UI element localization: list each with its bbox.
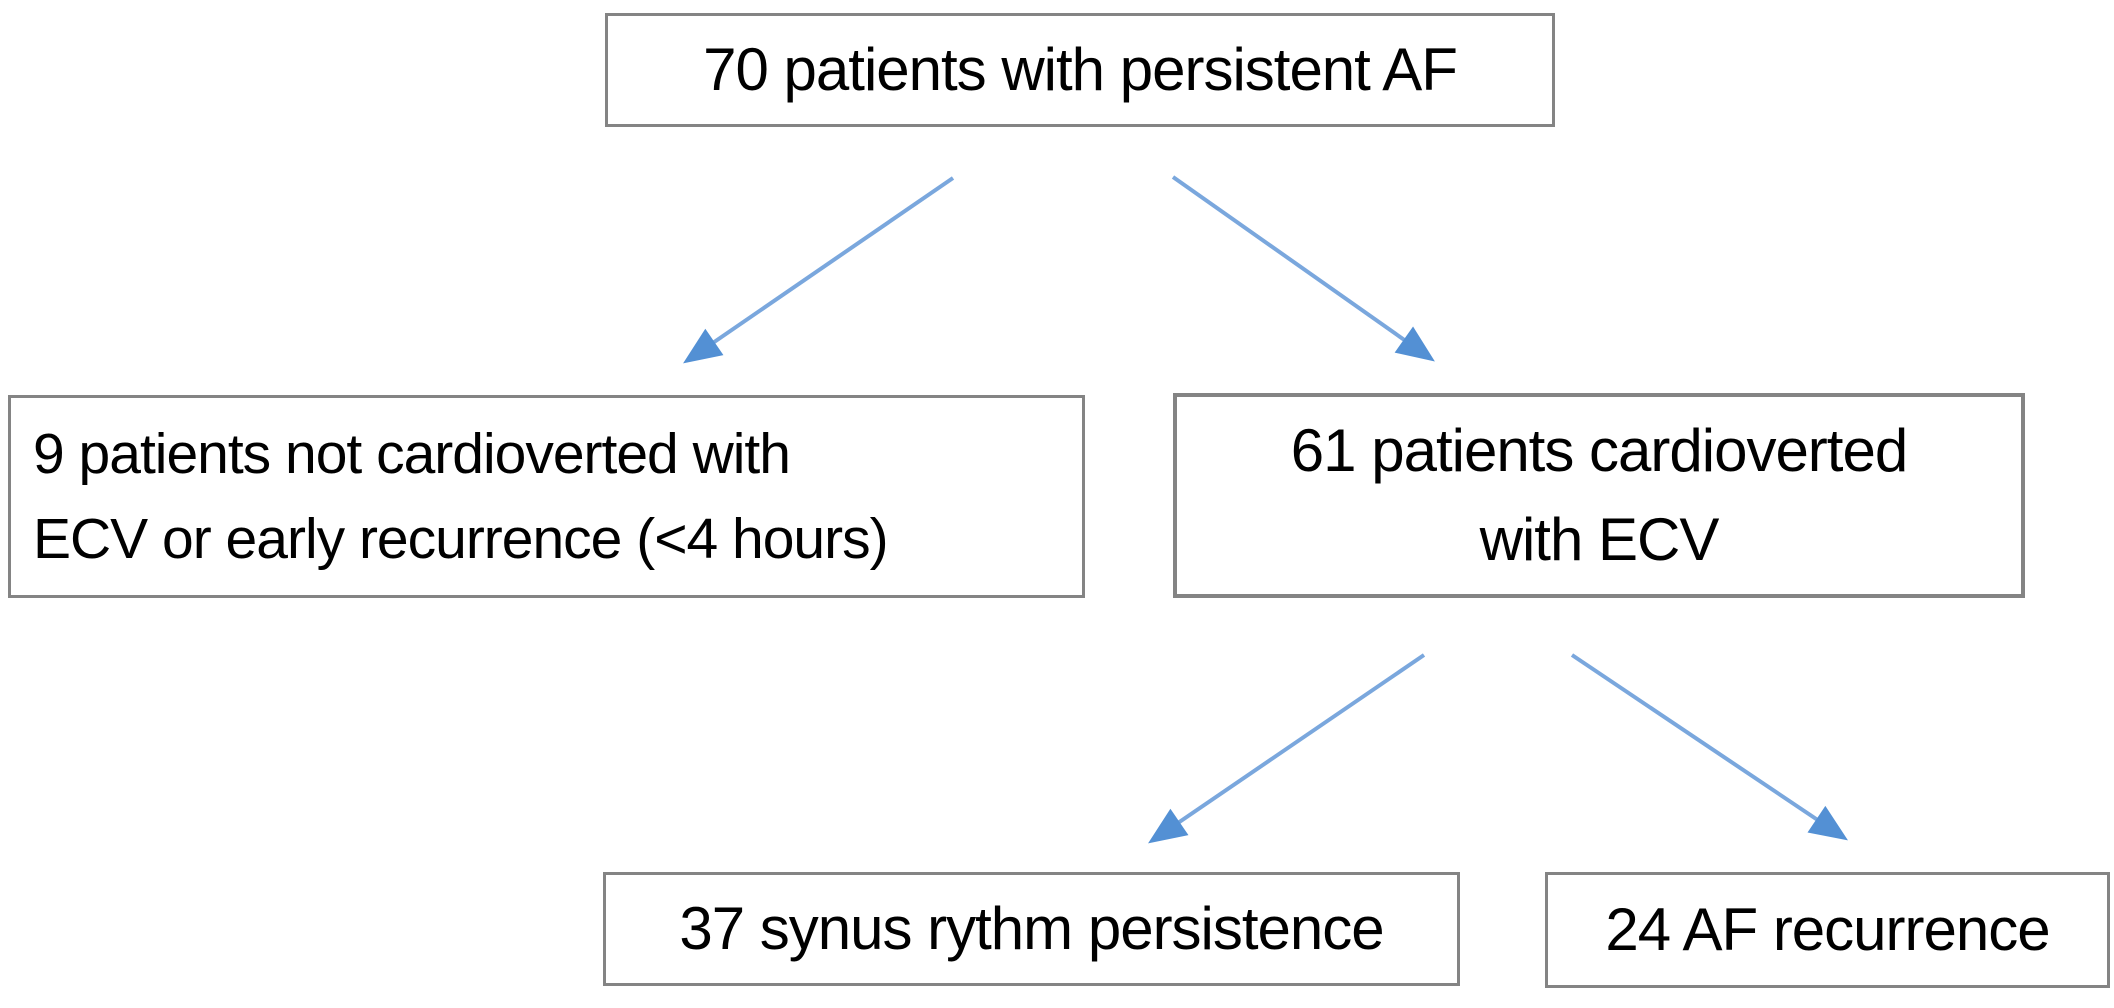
node-sinus-rhythm: 37 synus rythm persistence xyxy=(603,872,1460,986)
arrow-cardioverted-to-af-recurrence xyxy=(1570,653,1848,841)
node-not-cardioverted-text-line1: 9 patients not cardioverted with xyxy=(33,422,791,487)
arrow-cardioverted-to-sinus-rhythm xyxy=(1148,653,1426,844)
arrow-persistent-af-to-not-cardioverted xyxy=(683,176,955,364)
node-not-cardioverted-text-line2: ECV or early recurrence (<4 hours) xyxy=(33,506,889,571)
node-not-cardioverted: 9 patients not cardioverted with ECV or … xyxy=(8,395,1085,598)
node-af-recurrence-text: 24 AF recurrence xyxy=(1605,895,2050,963)
node-cardioverted-text-line2: with ECV xyxy=(1479,505,1720,573)
node-sinus-rhythm-text: 37 synus rythm persistence xyxy=(679,894,1384,962)
node-cardioverted-text-line1: 61 patients cardioverted xyxy=(1290,416,1908,484)
node-af-recurrence: 24 AF recurrence xyxy=(1545,872,2110,988)
arrow-persistent-af-to-cardioverted xyxy=(1171,175,1435,362)
node-persistent-af: 70 patients with persistent AF xyxy=(605,13,1555,127)
node-persistent-af-text: 70 patients with persistent AF xyxy=(703,35,1458,103)
node-cardioverted: 61 patients cardioverted with ECV xyxy=(1173,393,2025,598)
